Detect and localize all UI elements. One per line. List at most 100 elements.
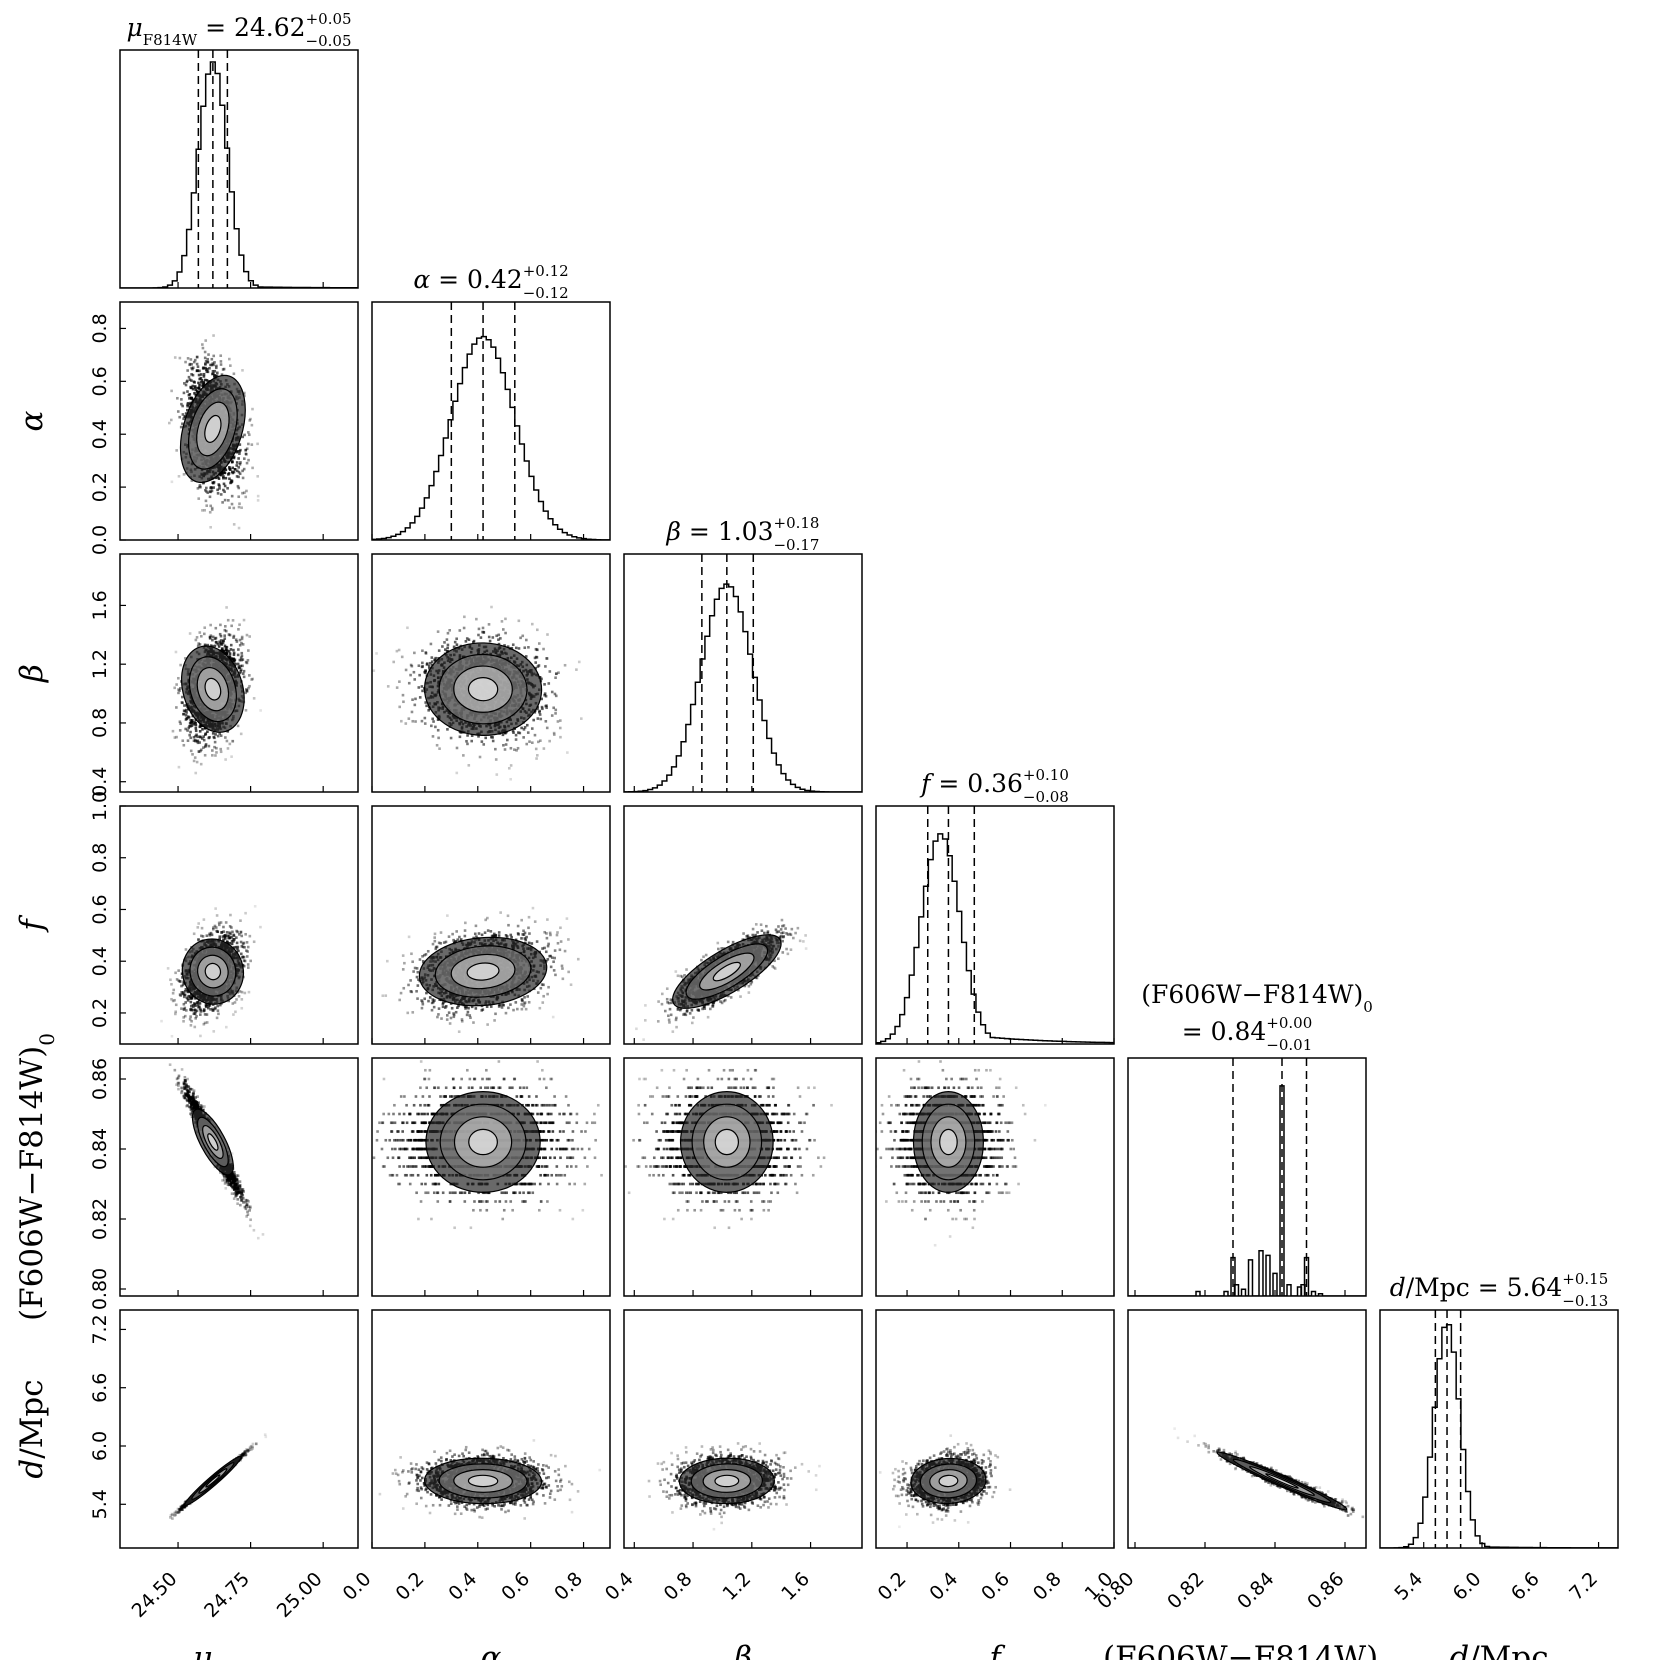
sample-point <box>178 415 181 419</box>
sample-point <box>203 643 207 647</box>
sample-point <box>528 740 531 743</box>
sample-point <box>224 468 228 472</box>
sample-point <box>193 392 196 395</box>
sample-point <box>238 990 242 993</box>
sample-point <box>188 363 191 367</box>
sample-point <box>232 636 235 639</box>
sample-point <box>236 653 240 657</box>
sample-point <box>216 488 219 492</box>
sample-point <box>455 771 459 775</box>
sample-point <box>247 458 250 462</box>
sample-point <box>540 697 543 701</box>
sample-point <box>204 499 208 503</box>
sample-point <box>213 740 217 744</box>
sample-point <box>217 1012 220 1016</box>
sample-point <box>218 487 221 490</box>
sample-point <box>229 364 232 367</box>
sample-point <box>195 362 199 366</box>
sample-point <box>199 1013 202 1016</box>
sample-point <box>224 646 228 649</box>
sample-point <box>446 728 449 731</box>
sample-point <box>222 476 225 480</box>
sample-point <box>187 726 191 730</box>
sample-point <box>217 645 221 648</box>
sample-point <box>253 904 257 908</box>
sample-point <box>221 501 224 504</box>
sample-point <box>223 644 227 648</box>
sample-point <box>509 764 513 767</box>
sample-point <box>433 658 436 662</box>
sample-point <box>407 717 411 720</box>
sample-point <box>543 692 547 695</box>
sample-point <box>190 379 193 382</box>
y-tick-label: 0.2 <box>89 472 111 502</box>
sample-point <box>211 732 215 735</box>
sample-point <box>239 664 243 668</box>
histogram-beta <box>624 583 862 792</box>
sample-point <box>455 637 458 641</box>
sample-point <box>533 733 537 737</box>
sample-point <box>244 691 247 695</box>
sample-point <box>256 475 260 478</box>
sample-point <box>214 366 218 370</box>
sample-point <box>192 722 195 726</box>
sample-point <box>542 647 545 651</box>
sample-point <box>427 664 431 668</box>
sample-point <box>236 724 240 728</box>
sample-point <box>478 755 482 759</box>
sample-point <box>245 447 249 451</box>
sample-point <box>554 694 558 698</box>
sample-point <box>241 435 245 439</box>
sample-point <box>239 940 243 944</box>
sample-point <box>463 615 466 619</box>
sample-point <box>210 506 214 510</box>
sample-point <box>484 736 488 740</box>
panel-f-vs-mu: 0.20.40.60.81.0 <box>89 791 359 1045</box>
sample-point <box>507 766 511 770</box>
sample-point <box>193 386 197 389</box>
contour <box>467 677 499 702</box>
sample-point <box>231 619 235 622</box>
sample-point <box>208 933 212 937</box>
sample-point <box>240 654 244 658</box>
sample-point <box>178 720 182 724</box>
sample-point <box>182 391 186 395</box>
sample-point <box>239 930 243 934</box>
sample-point <box>240 506 243 510</box>
sample-point <box>199 1010 203 1013</box>
panel-beta-vs-alpha <box>371 553 611 793</box>
sample-point <box>423 722 427 725</box>
sample-point <box>175 735 178 739</box>
sample-point <box>424 669 427 672</box>
sample-point <box>224 758 227 761</box>
sample-point <box>186 357 190 360</box>
sample-point <box>231 466 235 470</box>
sample-point <box>420 665 424 669</box>
sample-point <box>201 727 204 731</box>
sample-point <box>230 657 233 660</box>
sample-point <box>180 701 184 704</box>
sample-point <box>222 482 226 486</box>
sample-point <box>189 1004 193 1008</box>
sample-point <box>213 644 217 648</box>
sample-point <box>413 651 416 655</box>
sample-point <box>177 969 180 972</box>
sample-point <box>218 640 221 644</box>
sample-point <box>185 380 189 384</box>
sample-point <box>196 644 200 648</box>
sample-point <box>558 726 562 730</box>
sample-point <box>184 412 188 415</box>
sample-point <box>184 727 187 731</box>
sample-point <box>240 658 243 662</box>
sample-point <box>248 635 252 638</box>
sample-point <box>234 945 238 949</box>
sample-point <box>182 417 185 421</box>
y-tick-label: 0.0 <box>89 525 111 555</box>
sample-point <box>247 686 250 690</box>
sample-point <box>199 373 203 376</box>
sample-point <box>575 668 578 671</box>
sample-point <box>176 410 180 413</box>
sample-point <box>219 363 223 366</box>
sample-point <box>241 664 244 668</box>
sample-point <box>452 645 456 649</box>
